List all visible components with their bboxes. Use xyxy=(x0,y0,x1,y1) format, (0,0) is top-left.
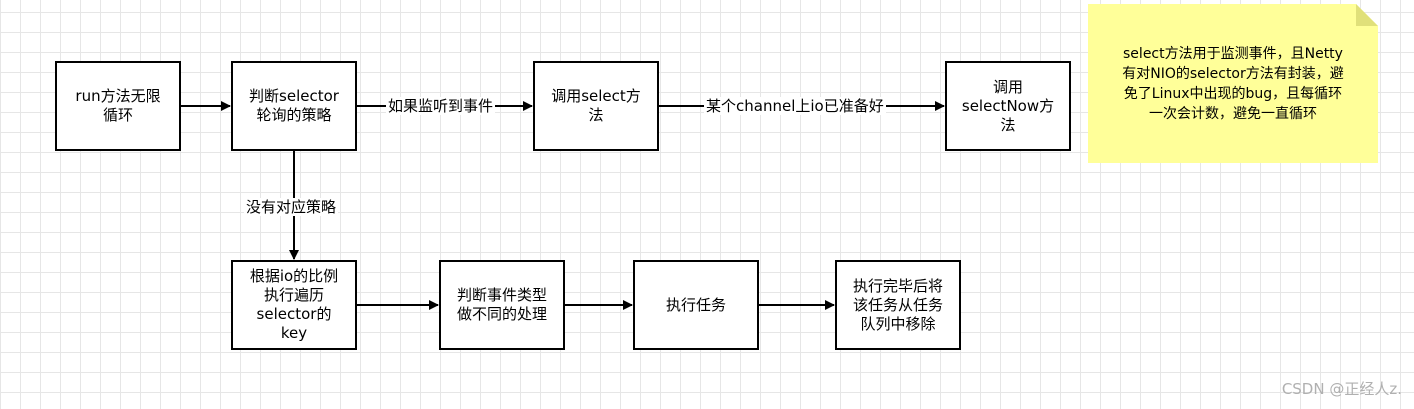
node-remove-task: 执行完毕后将 该任务从任务 队列中移除 xyxy=(835,260,961,350)
node-iterate-keys: 根据io的比例 执行遍历 selector的 key xyxy=(231,260,357,350)
edge-label-on-event: 如果监听到事件 xyxy=(386,97,496,115)
node-handle-event: 判断事件类型 做不同的处理 xyxy=(439,260,565,350)
node-check-strategy: 判断selector 轮询的策略 xyxy=(231,61,357,151)
watermark: CSDN @正经人z. xyxy=(1281,380,1402,398)
node-run-task: 执行任务 xyxy=(633,260,759,350)
node-run-loop: run方法无限 循环 xyxy=(55,61,181,151)
edge-label-io-ready: 某个channel上io已准备好 xyxy=(704,97,886,115)
edge-label-no-strategy: 没有对应策略 xyxy=(244,198,339,216)
sticky-note-text: select方法用于监测事件，且Netty 有对NIO的selector方法有封… xyxy=(1122,45,1344,122)
sticky-note: select方法用于监测事件，且Netty 有对NIO的selector方法有封… xyxy=(1088,4,1378,163)
node-call-select: 调用select方 法 xyxy=(533,61,659,151)
node-call-select-now: 调用 selectNow方 法 xyxy=(945,61,1071,151)
